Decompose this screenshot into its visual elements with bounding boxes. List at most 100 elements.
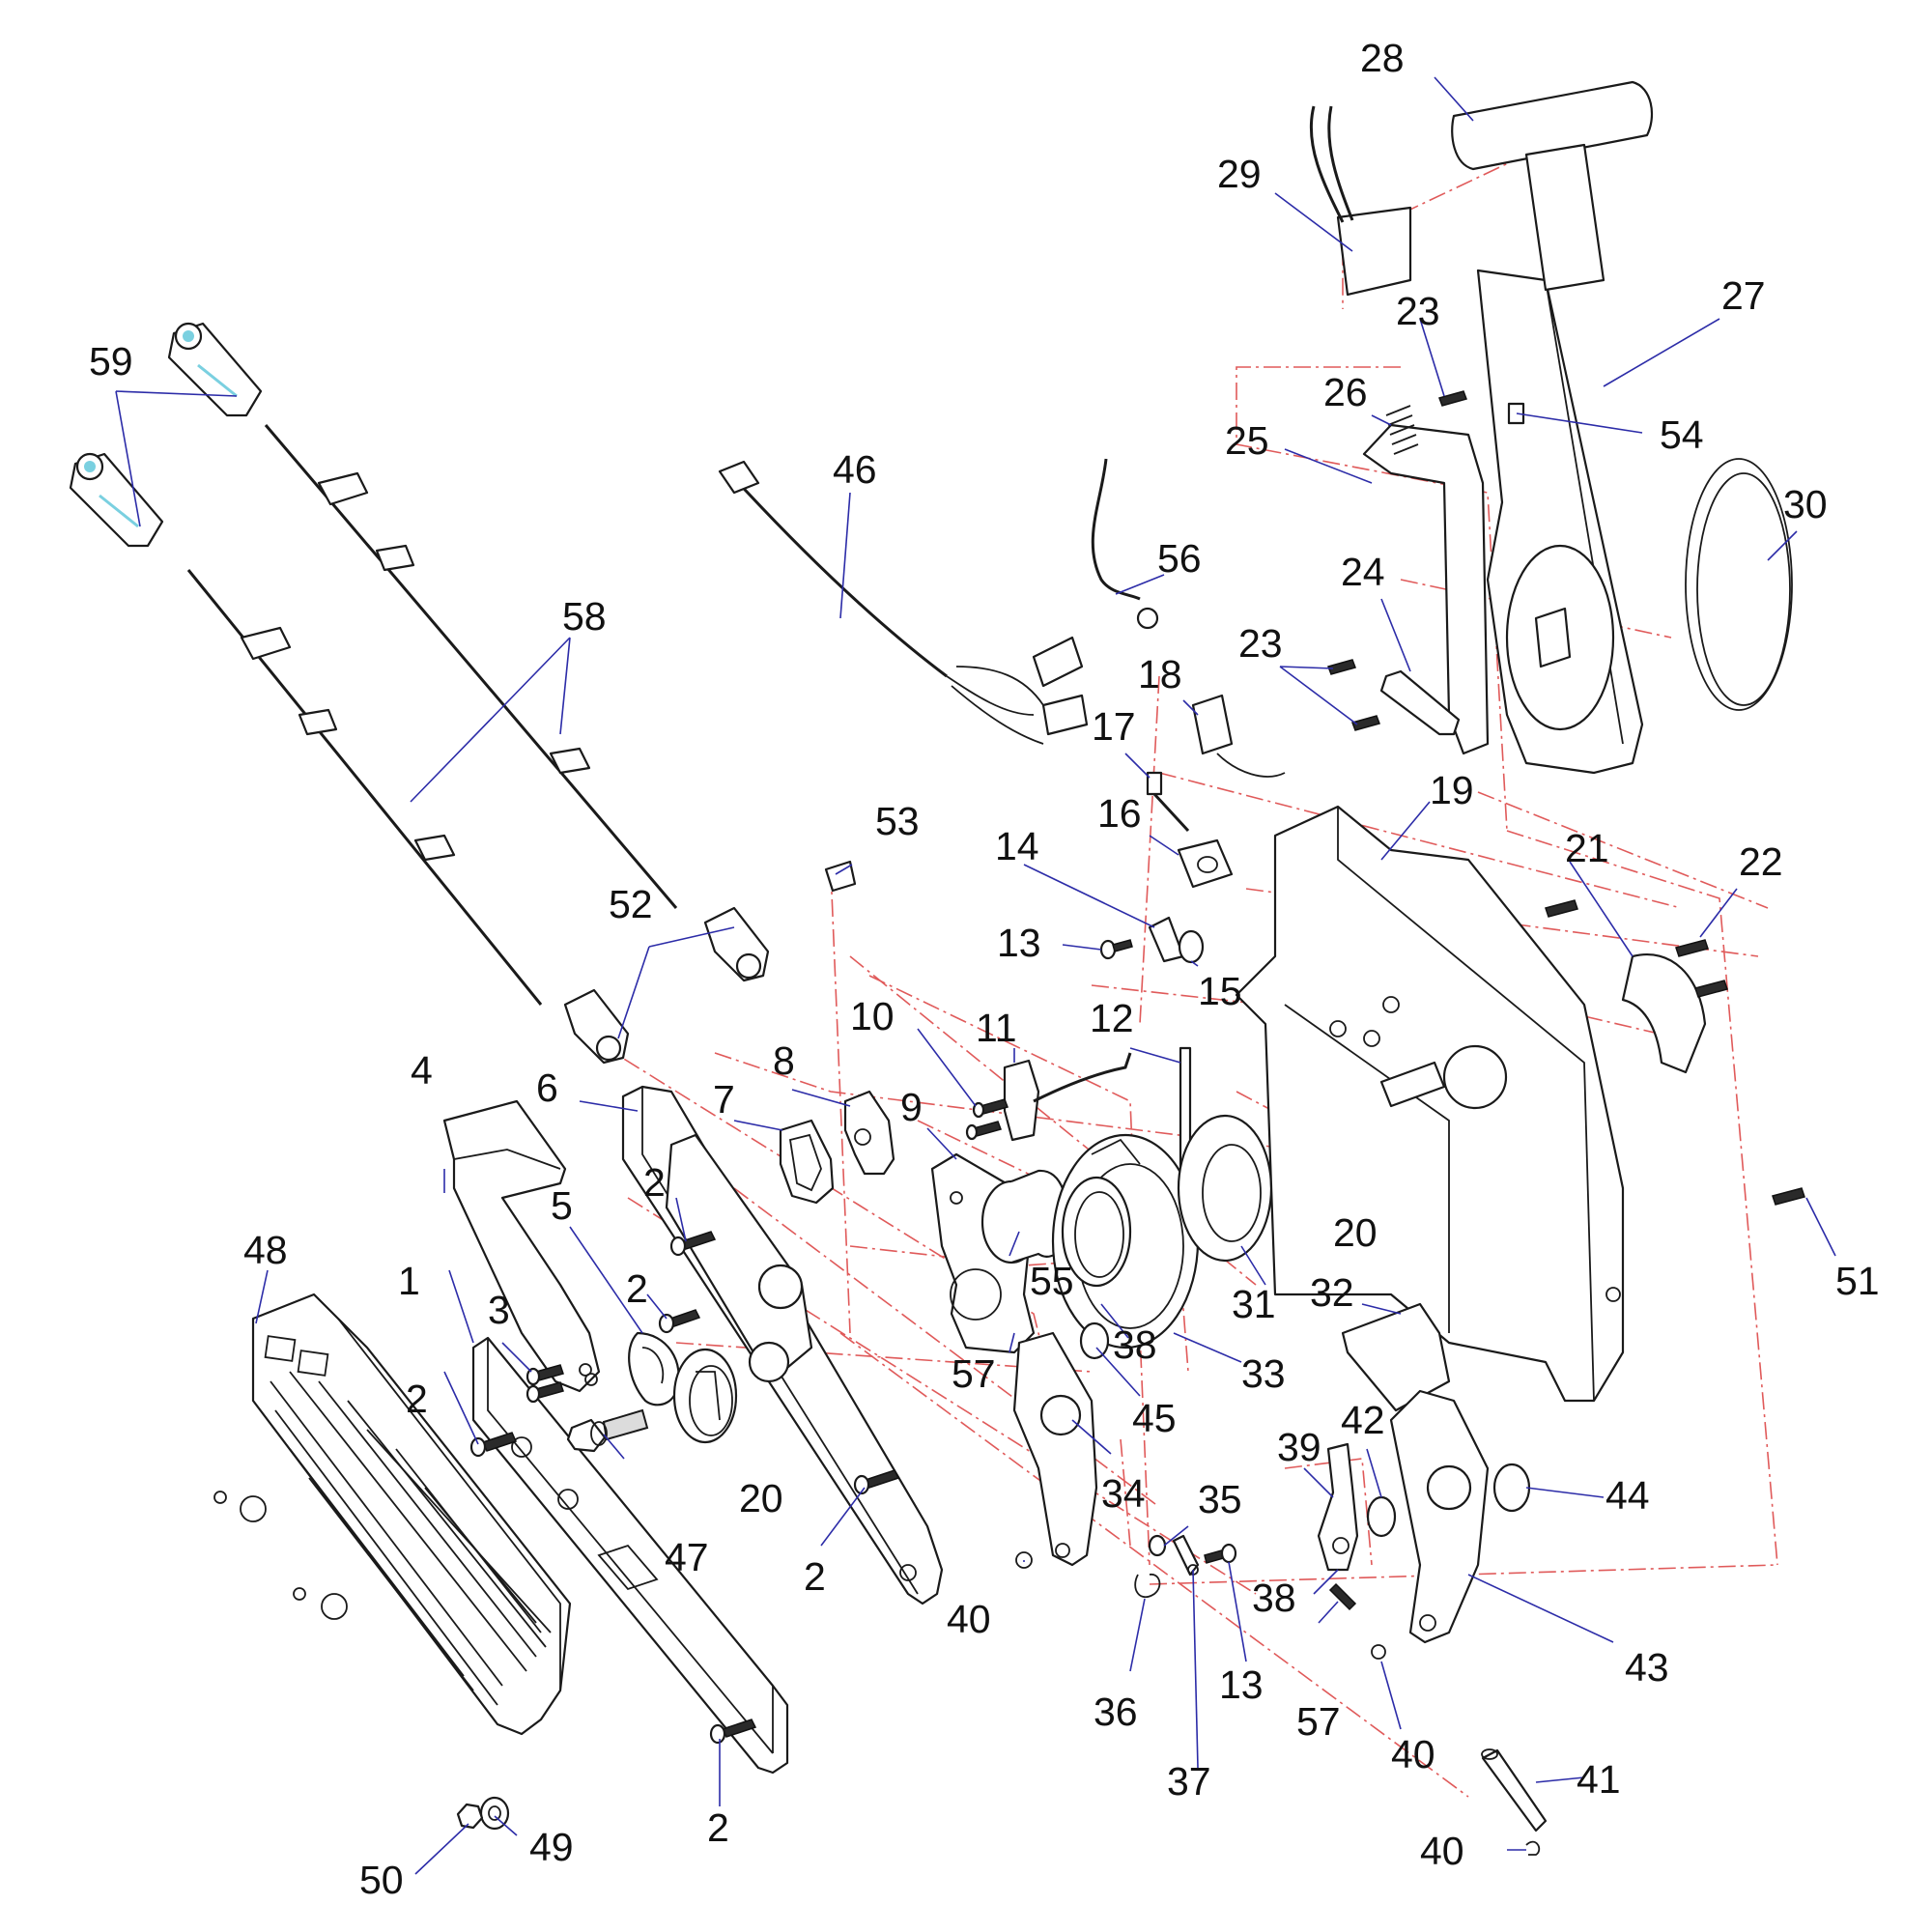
part-13-screw-bottom: [1204, 1543, 1237, 1564]
part-6-side-plate: [621, 1085, 944, 1605]
part-34-shift-lever: [1012, 1331, 1098, 1567]
part-46-wiring-harness: [718, 460, 1089, 745]
part-52-cable-end-left: [563, 988, 630, 1065]
part-2-screw-c: [469, 1432, 518, 1458]
label-50: 50: [359, 1858, 404, 1902]
label-20b: 20: [1333, 1210, 1378, 1255]
part-28-handle-grip: [1451, 80, 1654, 292]
label-48: 48: [243, 1228, 288, 1272]
label-40a: 40: [947, 1597, 991, 1641]
part-16-clamp: [1177, 838, 1234, 889]
label-23b: 23: [1238, 621, 1283, 666]
part-56-ground-wire: [1091, 458, 1159, 630]
part-20-bushing-left: [672, 1348, 738, 1444]
label-46: 46: [833, 447, 877, 492]
part-31-washer: [1177, 1114, 1273, 1263]
part-14-plate: [1148, 916, 1185, 963]
label-55: 55: [1030, 1259, 1074, 1303]
part-number-labels: 1 2 2 2 2 2 3 4 5 6 7 8 9 10 11 12 13 13…: [89, 36, 1880, 1902]
label-2c: 2: [626, 1266, 648, 1311]
label-42: 42: [1341, 1398, 1385, 1442]
label-14: 14: [995, 824, 1039, 868]
label-27: 27: [1721, 273, 1766, 318]
part-38-sleeve: [1061, 1176, 1132, 1288]
label-26: 26: [1323, 370, 1368, 414]
label-38b: 38: [1252, 1576, 1296, 1620]
part-45-bushing: [1079, 1321, 1110, 1360]
part-52-cable-end-right: [703, 906, 770, 982]
part-48-grille-cover: [213, 1293, 572, 1736]
label-6: 6: [536, 1065, 558, 1110]
part-17-sensor: [1146, 771, 1190, 833]
label-2d: 2: [804, 1554, 826, 1599]
part-40-clip-c: [1525, 1840, 1541, 1856]
part-41-pin: [1481, 1748, 1548, 1833]
label-2b: 2: [643, 1160, 666, 1205]
part-2-screw-b: [658, 1309, 701, 1334]
label-43: 43: [1625, 1645, 1669, 1690]
part-26-spring: [1385, 405, 1419, 455]
label-22: 22: [1739, 839, 1783, 884]
part-57-screw: [1328, 1582, 1357, 1611]
label-17: 17: [1092, 704, 1136, 749]
label-34: 34: [1101, 1471, 1146, 1516]
part-19-housing: [1235, 805, 1625, 1403]
part-40-clip-a: [1015, 1551, 1033, 1569]
part-47-bolt: [566, 1408, 649, 1453]
label-13a: 13: [997, 921, 1041, 965]
part-53-clip: [824, 860, 857, 893]
label-7: 7: [713, 1077, 735, 1122]
part-50-nut: [456, 1803, 484, 1830]
label-44: 44: [1605, 1473, 1650, 1518]
label-30: 30: [1783, 482, 1828, 526]
label-2a: 2: [406, 1377, 428, 1421]
part-39-lock-lever: [1317, 1442, 1359, 1572]
label-36: 36: [1094, 1690, 1138, 1734]
part-29-trim-switch: [1309, 105, 1412, 297]
label-1: 1: [398, 1259, 420, 1303]
switch-wire: [1033, 1052, 1132, 1103]
label-8: 8: [773, 1038, 795, 1083]
label-35: 35: [1198, 1477, 1242, 1521]
label-18: 18: [1138, 652, 1182, 696]
part-36-spring: [1134, 1574, 1161, 1599]
label-12: 12: [1090, 996, 1134, 1040]
part-2-screw-a: [669, 1231, 717, 1257]
label-11: 11: [976, 1006, 1017, 1050]
part-42-washer: [1366, 1495, 1397, 1538]
label-33: 33: [1241, 1351, 1286, 1396]
part-7-clip: [779, 1119, 835, 1205]
label-16: 16: [1097, 791, 1142, 836]
label-19: 19: [1430, 768, 1474, 812]
label-5: 5: [551, 1183, 573, 1228]
part-44-sleeve: [1492, 1463, 1531, 1513]
label-31: 31: [1232, 1282, 1276, 1326]
part-27-lever-arm: [1476, 269, 1644, 775]
part-5-ring: [628, 1331, 680, 1406]
part-35-pin: [1148, 1534, 1167, 1557]
label-38a: 38: [1113, 1322, 1157, 1367]
label-57b: 57: [1296, 1699, 1341, 1744]
label-37: 37: [1167, 1759, 1211, 1804]
label-53: 53: [875, 799, 920, 843]
part-59-cable-end-top: [167, 322, 263, 417]
part-58-push-pull-cables: [186, 424, 678, 1006]
part-1-mounting-bar: [471, 1336, 789, 1775]
label-54: 54: [1660, 412, 1704, 457]
label-59: 59: [89, 339, 133, 384]
label-40b: 40: [1391, 1732, 1435, 1776]
label-58: 58: [562, 594, 607, 639]
label-23a: 23: [1396, 289, 1440, 333]
part-54-pin: [1507, 402, 1525, 425]
label-57a: 57: [952, 1351, 996, 1396]
label-56: 56: [1157, 536, 1202, 581]
label-20a: 20: [739, 1476, 783, 1520]
label-40c: 40: [1420, 1829, 1464, 1873]
label-4: 4: [411, 1048, 433, 1093]
part-2-screw-e: [709, 1719, 757, 1745]
part-23-screws: [1327, 390, 1467, 731]
part-2-screw-d: [853, 1469, 900, 1495]
part-3-screws: [526, 1364, 564, 1404]
label-9: 9: [900, 1085, 923, 1129]
label-15: 15: [1198, 969, 1242, 1013]
